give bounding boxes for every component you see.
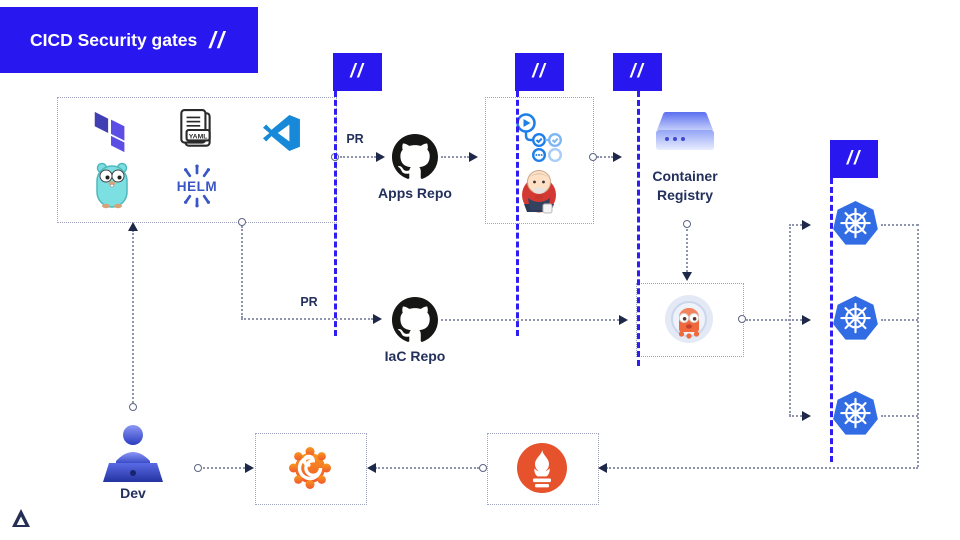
arrow-into-registry xyxy=(613,152,622,162)
container-registry-label-line2: Registry xyxy=(656,187,714,203)
connector-metrics-vertical xyxy=(917,224,919,467)
connector-ci-to-registry xyxy=(597,156,613,158)
connector-k8s2-right xyxy=(881,319,918,321)
arrow-into-prometheus xyxy=(598,463,607,473)
container-registry-label-line1: Container xyxy=(652,168,718,184)
helm-text: HELM xyxy=(177,179,217,194)
connector-dot-dev-out xyxy=(194,464,202,472)
connector-argo-right xyxy=(746,319,790,321)
connector-iac-to-argo xyxy=(441,319,619,321)
helm-icon: HELM xyxy=(172,164,222,208)
page-title: CICD Security gates xyxy=(30,29,198,50)
connector-k8s1-right xyxy=(881,224,918,226)
arrow-into-k8s2 xyxy=(802,315,811,325)
gate-mark-2: // xyxy=(532,61,547,82)
connector-k8s3-right xyxy=(881,415,918,417)
connector-dot-dev-up xyxy=(129,403,137,411)
grafana-icon xyxy=(287,445,333,491)
github-icon-iac xyxy=(392,297,438,343)
arrow-into-grafana-right xyxy=(367,463,376,473)
pr-label-apps: PR xyxy=(346,132,364,146)
arrow-up-into-devtools xyxy=(128,222,138,231)
pr-label-iac: PR xyxy=(300,295,318,309)
gate-mark-1: // xyxy=(350,61,365,82)
gate-badge-2: // xyxy=(515,53,564,91)
prometheus-icon xyxy=(516,442,568,494)
connector-registry-to-argo xyxy=(686,229,688,272)
kubernetes-icon-1 xyxy=(829,199,882,249)
arrow-into-k8s3 xyxy=(802,411,811,421)
jenkins-icon xyxy=(518,164,560,214)
connector-branch-right xyxy=(241,318,373,320)
arrow-into-iac-repo xyxy=(373,314,382,324)
arrow-into-apps-repo xyxy=(376,152,385,162)
gate-badge-4: // xyxy=(830,140,878,178)
connector-pr-apps xyxy=(340,156,376,158)
arrow-down-into-argo xyxy=(682,272,692,281)
connector-stub-k8s3 xyxy=(789,415,802,417)
gate-line-1 xyxy=(334,91,337,336)
connector-metrics-bottom xyxy=(606,467,918,469)
gate-line-3 xyxy=(637,91,640,366)
title-gate-mark: // xyxy=(209,26,227,53)
connector-dot-registry-down xyxy=(683,220,691,228)
connector-stub-k8s1 xyxy=(789,224,802,226)
arrow-into-grafana-left xyxy=(245,463,254,473)
github-icon-apps xyxy=(392,134,438,180)
container-registry-icon xyxy=(652,106,718,158)
title-banner: CICD Security gates // xyxy=(0,7,258,73)
connector-stub-k8s2 xyxy=(789,319,802,321)
gate-mark-4: // xyxy=(846,148,862,169)
arrow-into-ci xyxy=(469,152,478,162)
terraform-icon xyxy=(92,110,130,154)
workflow-pipeline-icon xyxy=(514,112,564,163)
grafana-box xyxy=(255,433,367,505)
yaml-badge-text: YAML xyxy=(189,133,208,140)
connector-dev-to-grafana xyxy=(203,467,245,469)
gate-line-2 xyxy=(516,91,519,336)
vscode-icon xyxy=(263,114,301,152)
container-registry-label: Container Registry xyxy=(625,167,745,205)
connector-branch-down xyxy=(241,226,243,318)
connector-dot-tools-branch xyxy=(238,218,246,226)
connector-prometheus-to-grafana xyxy=(375,467,479,469)
go-gopher-icon xyxy=(94,161,130,209)
kubernetes-icon-3 xyxy=(829,389,882,439)
apps-repo-label: Apps Repo xyxy=(378,185,452,201)
iac-repo-label: IaC Repo xyxy=(384,348,446,364)
kubernetes-icon-2 xyxy=(829,294,882,344)
dev-person-icon xyxy=(98,423,168,485)
connector-apps-to-ci xyxy=(441,156,469,158)
connector-dot-argo-out xyxy=(738,315,746,323)
gate-badge-1: // xyxy=(333,53,382,91)
arrow-into-argo-box xyxy=(619,315,628,325)
gate-badge-3: // xyxy=(613,53,662,91)
dev-label: Dev xyxy=(120,485,146,501)
delta-logo-icon xyxy=(10,507,32,529)
arrow-into-k8s1 xyxy=(802,220,811,230)
gate-mark-3: // xyxy=(630,61,645,82)
connector-dot-ci-out xyxy=(589,153,597,161)
yaml-file-icon: YAML xyxy=(178,108,214,152)
gate-line-4 xyxy=(830,178,833,462)
connector-dev-to-tools xyxy=(132,230,134,403)
connector-dot-prometheus-out xyxy=(479,464,487,472)
argo-cd-icon xyxy=(663,293,715,345)
